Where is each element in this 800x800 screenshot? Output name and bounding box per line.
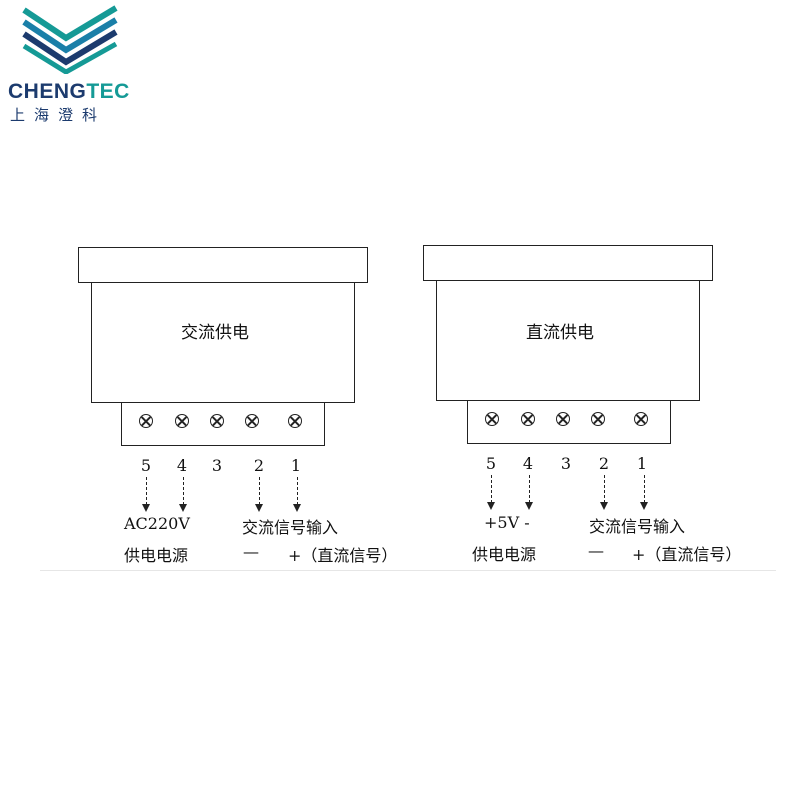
left-device-body [91, 282, 355, 403]
left-screw-3-icon [210, 414, 224, 428]
left-arrow-1-icon [293, 477, 301, 512]
left-plus-dc-label: +（直流信号） [288, 546, 398, 565]
right-terminal-number: 2 [598, 454, 610, 473]
left-terminal-number: 4 [176, 456, 188, 475]
left-screw-1-icon [288, 414, 302, 428]
left-power-voltage-label: AC220V [124, 514, 190, 533]
right-terminal-number: 1 [636, 454, 648, 473]
brand-name-cn: 上海澄科 [10, 106, 107, 124]
left-screw-2-icon [245, 414, 259, 428]
right-plus-dc-label: +（直流信号） [632, 545, 742, 564]
right-terminal-number: 4 [522, 454, 534, 473]
right-screw-4-icon [521, 412, 535, 426]
right-arrow-1-icon [640, 475, 648, 510]
company-logo: CHENGTEC 上海澄科 [8, 4, 148, 134]
divider-line [40, 570, 776, 571]
left-terminal-number: 2 [253, 456, 265, 475]
left-device-cap [78, 247, 368, 283]
right-screw-5-icon [485, 412, 499, 426]
right-device-title: 直流供电 [526, 323, 594, 343]
left-terminal-number: 5 [140, 456, 152, 475]
left-arrow-4-icon [179, 477, 187, 512]
right-screw-2-icon [591, 412, 605, 426]
left-arrow-2-icon [255, 477, 263, 512]
right-arrow-2-icon [600, 475, 608, 510]
left-power-supply-label: 供电电源 [124, 546, 189, 565]
left-screw-5-icon [139, 414, 153, 428]
right-screw-1-icon [634, 412, 648, 426]
right-screw-3-icon [556, 412, 570, 426]
right-terminal-number: 5 [485, 454, 497, 473]
right-power-supply-label: 供电电源 [472, 545, 537, 564]
right-minus-label: — [588, 541, 604, 560]
left-device-title: 交流供电 [181, 323, 249, 343]
left-terminal-number: 3 [211, 456, 223, 475]
right-power-voltage-label: +5V - [484, 513, 530, 532]
right-arrow-5-icon [487, 475, 495, 510]
left-minus-label: — [243, 542, 259, 561]
right-arrow-4-icon [525, 475, 533, 510]
left-arrow-5-icon [142, 477, 150, 512]
right-device-body [436, 280, 700, 401]
right-device-cap [423, 245, 713, 281]
right-terminal-number: 3 [560, 454, 572, 473]
right-signal-input-label: 交流信号输入 [589, 517, 686, 536]
left-terminal-number: 1 [290, 456, 302, 475]
logo-chevron-icon [22, 5, 118, 74]
left-signal-input-label: 交流信号输入 [242, 518, 339, 537]
brand-name-en: CHENGTEC [8, 80, 130, 103]
left-screw-4-icon [175, 414, 189, 428]
